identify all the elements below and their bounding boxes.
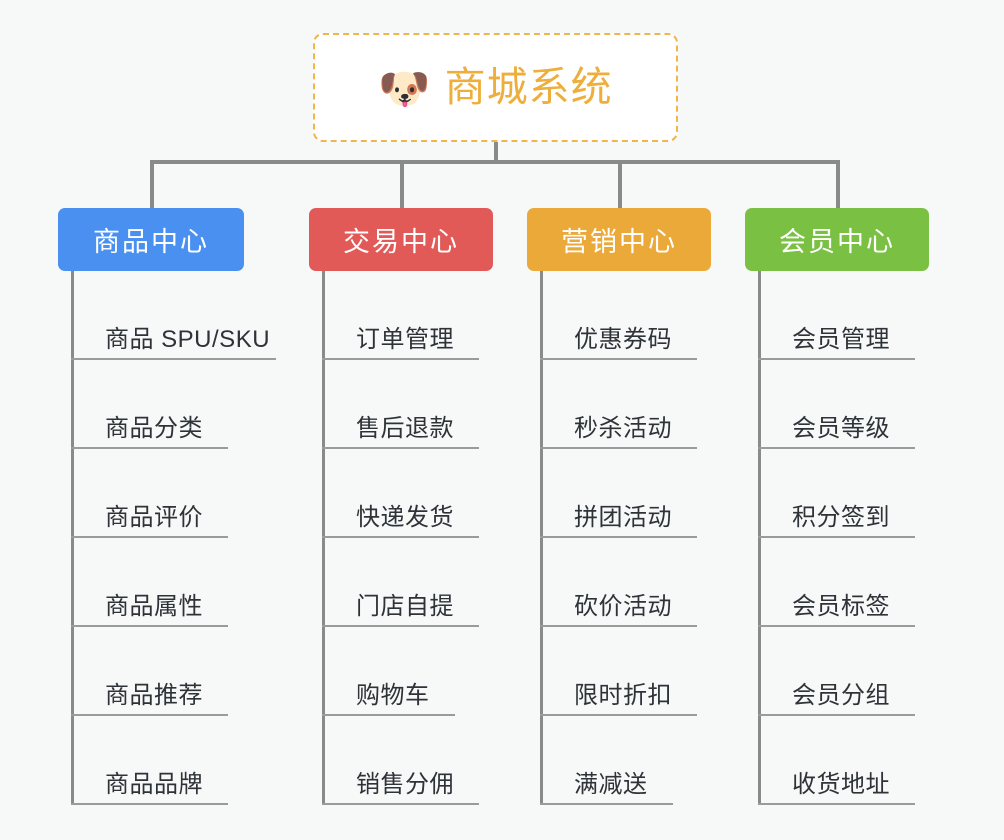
leaf-item[interactable]: 会员分组 — [758, 627, 915, 716]
leaf-item-label: 收货地址 — [792, 771, 890, 798]
leaf-item[interactable]: 砍价活动 — [540, 538, 697, 627]
leaf-rail — [71, 271, 74, 805]
leaf-item[interactable]: 优惠券码 — [540, 271, 697, 360]
shiba-dog-face-icon: 🐶 — [378, 64, 431, 112]
leaf-rail — [758, 271, 761, 805]
category-node-label: 交易中心 — [343, 227, 459, 257]
leaf-item-label: 砍价活动 — [574, 593, 672, 620]
leaf-item-label: 商品评价 — [105, 504, 203, 531]
leaf-item-label: 商品推荐 — [105, 682, 203, 709]
leaf-item-label: 满减送 — [574, 771, 648, 798]
leaf-item-label: 优惠券码 — [574, 326, 672, 353]
connector-drop-2 — [400, 160, 404, 210]
root-node-shop-system[interactable]: 🐶 商城系统 — [313, 33, 678, 142]
leaf-item-label: 商品品牌 — [105, 771, 203, 798]
leaf-item[interactable]: 快递发货 — [322, 449, 479, 538]
category-node-product-center[interactable]: 商品中心 — [58, 208, 244, 271]
leaf-item-label: 快递发货 — [356, 504, 454, 531]
leaf-item[interactable]: 收货地址 — [758, 716, 915, 805]
leaf-item[interactable]: 限时折扣 — [540, 627, 697, 716]
leaf-item[interactable]: 订单管理 — [322, 271, 479, 360]
leaf-item[interactable]: 门店自提 — [322, 538, 479, 627]
leaf-item-label: 售后退款 — [356, 415, 454, 442]
category-node-marketing-center[interactable]: 营销中心 — [527, 208, 711, 271]
category-node-label: 会员中心 — [779, 227, 895, 257]
leaf-item[interactable]: 商品品牌 — [71, 716, 228, 805]
leaf-item-label: 积分签到 — [792, 504, 890, 531]
leaf-item[interactable]: 商品推荐 — [71, 627, 228, 716]
leaf-item[interactable]: 商品 SPU/SKU — [71, 271, 276, 360]
leaf-item[interactable]: 商品分类 — [71, 360, 228, 449]
leaf-item[interactable]: 售后退款 — [322, 360, 479, 449]
connector-drop-1 — [150, 160, 154, 210]
leaf-item-label: 会员标签 — [792, 593, 890, 620]
leaf-item-label: 拼团活动 — [574, 504, 672, 531]
category-node-member-center[interactable]: 会员中心 — [745, 208, 929, 271]
leaf-rail — [322, 271, 325, 805]
leaf-item[interactable]: 购物车 — [322, 627, 455, 716]
leaf-item-label: 限时折扣 — [574, 682, 672, 709]
leaf-item[interactable]: 满减送 — [540, 716, 673, 805]
connector-drop-4 — [836, 160, 840, 210]
leaf-item[interactable]: 商品评价 — [71, 449, 228, 538]
leaf-item[interactable]: 拼团活动 — [540, 449, 697, 538]
leaf-item[interactable]: 会员标签 — [758, 538, 915, 627]
leaf-item-label: 订单管理 — [356, 326, 454, 353]
leaf-item-label: 会员分组 — [792, 682, 890, 709]
root-node-label: 商城系统 — [444, 63, 613, 110]
leaf-item-label: 购物车 — [356, 682, 430, 709]
leaf-item-label: 商品 SPU/SKU — [105, 326, 271, 353]
category-node-label: 营销中心 — [561, 227, 677, 257]
leaf-item-label: 销售分佣 — [356, 771, 454, 798]
leaf-item-label: 会员管理 — [792, 326, 890, 353]
leaf-item[interactable]: 秒杀活动 — [540, 360, 697, 449]
leaf-rail — [540, 271, 543, 805]
leaf-item[interactable]: 积分签到 — [758, 449, 915, 538]
leaf-item-label: 商品分类 — [105, 415, 203, 442]
connector-horizontal-bus — [150, 160, 840, 164]
leaf-item-label: 门店自提 — [356, 593, 454, 620]
category-node-label: 商品中心 — [93, 227, 209, 257]
category-node-trade-center[interactable]: 交易中心 — [309, 208, 493, 271]
leaf-item-label: 秒杀活动 — [574, 415, 672, 442]
leaf-item[interactable]: 商品属性 — [71, 538, 228, 627]
leaf-item-label: 会员等级 — [792, 415, 890, 442]
leaf-item[interactable]: 会员管理 — [758, 271, 915, 360]
connector-root-stem — [494, 142, 498, 162]
leaf-item[interactable]: 会员等级 — [758, 360, 915, 449]
leaf-item-label: 商品属性 — [105, 593, 203, 620]
connector-drop-3 — [618, 160, 622, 210]
leaf-item[interactable]: 销售分佣 — [322, 716, 479, 805]
